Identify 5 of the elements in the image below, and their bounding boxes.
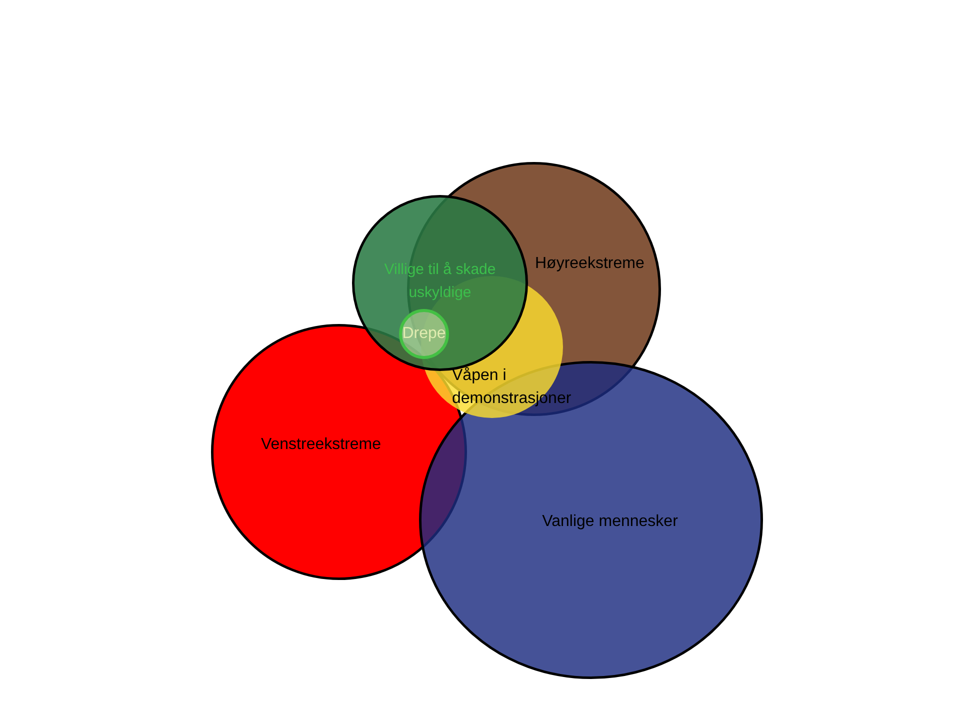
- set-label: Vanlige mennesker: [541, 512, 679, 532]
- set-label: Villige til å skade uskyldige: [383, 260, 497, 303]
- set-label: Drepe: [401, 324, 447, 344]
- set-label: Venstreekstreme: [260, 435, 382, 455]
- set-label: Høyreekstreme: [535, 254, 646, 274]
